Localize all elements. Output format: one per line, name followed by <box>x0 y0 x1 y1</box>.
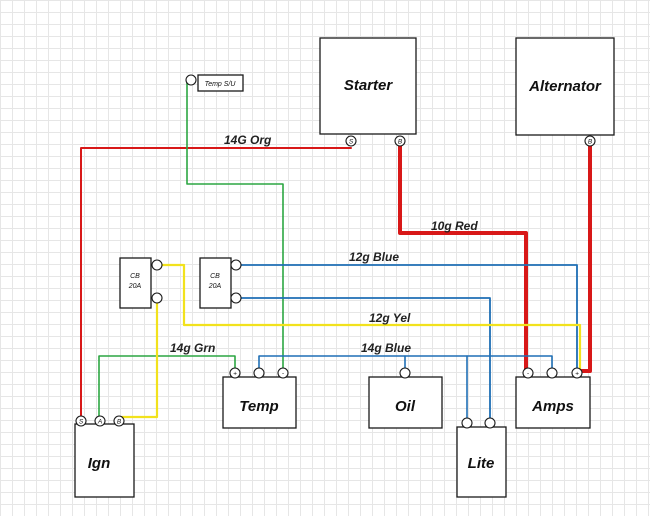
wire-label-blue12: 12g Blue <box>349 250 399 264</box>
wire-12g-yel <box>155 263 582 373</box>
ign-a-label: A <box>97 419 102 426</box>
wire-lite-blue <box>237 297 491 422</box>
amps-plus-label: + <box>575 371 579 378</box>
starter-s-terminal <box>345 135 357 147</box>
wire-12g-blue <box>237 264 578 372</box>
temp-sender-box <box>197 74 244 92</box>
wire-temp-sender-green <box>186 79 284 372</box>
wire-label-red: 10g Red <box>431 219 478 233</box>
starter-b-terminal <box>394 135 406 147</box>
amps-minus-label: - <box>527 371 530 378</box>
ignition-box <box>74 423 135 498</box>
ign-b-label: B <box>117 419 122 426</box>
wire-label-grn: 14g Grn <box>170 341 215 355</box>
starter-box <box>319 37 417 135</box>
amps-plus-terminal <box>571 367 583 379</box>
oil-gauge-box <box>368 376 443 429</box>
temp-gauge-label: Temp <box>239 398 278 415</box>
lite-label: Lite <box>468 455 495 472</box>
amps-gauge-label: Amps <box>531 398 574 415</box>
wire-label-yel: 12g Yel <box>369 311 411 325</box>
breaker-1-label-line1: CB <box>130 273 140 280</box>
temp-mid-terminal <box>253 367 265 379</box>
temp-minus-terminal <box>277 367 289 379</box>
alternator-b-label: B <box>588 139 593 146</box>
wire-ign-yellow <box>120 296 159 419</box>
wire-14g-grn <box>98 355 236 418</box>
wire-alternator-red <box>578 143 592 373</box>
breaker-1-label-line2: 20A <box>128 283 142 290</box>
amps-mid-terminal <box>546 367 558 379</box>
alternator-box <box>515 37 615 136</box>
temp-sender-terminal <box>185 74 197 86</box>
breaker-2-label-line2: 20A <box>208 283 222 290</box>
ignition-label: Ign <box>88 455 111 472</box>
wire-14g-org <box>80 147 352 418</box>
starter-b-label: B <box>398 139 403 146</box>
ign-s-terminal <box>75 415 87 427</box>
starter-label: Starter <box>344 77 394 94</box>
temp-plus-terminal <box>229 367 241 379</box>
temp-plus-label: + <box>233 371 237 378</box>
ign-s-label: S <box>79 419 84 426</box>
lite-left-terminal <box>461 417 473 429</box>
breaker-2-bottom-terminal <box>230 292 242 304</box>
wire-label-blue14: 14g Blue <box>361 341 411 355</box>
wire-label-org: 14G Org <box>224 133 272 147</box>
breaker-1-box <box>119 257 152 309</box>
ign-a-terminal <box>94 415 106 427</box>
oil-terminal <box>399 367 411 379</box>
breaker-1-bottom-terminal <box>151 292 163 304</box>
breaker-2-top-terminal <box>230 259 242 271</box>
breaker-2-box <box>199 257 232 309</box>
alternator-label: Alternator <box>528 78 602 95</box>
breaker-2-label-line1: CB <box>210 273 220 280</box>
temp-sender-label: Temp S/U <box>205 81 237 88</box>
oil-gauge-label: Oil <box>395 398 416 415</box>
alternator-b-terminal <box>584 135 596 147</box>
temp-minus-label: - <box>282 371 285 378</box>
ign-b-terminal <box>113 415 125 427</box>
lite-box <box>456 426 507 498</box>
starter-s-label: S <box>349 139 354 146</box>
lite-right-terminal <box>484 417 496 429</box>
amps-minus-terminal <box>522 367 534 379</box>
wire-10g-red <box>398 143 528 373</box>
breaker-1-top-terminal <box>151 259 163 271</box>
temp-gauge-box <box>222 376 297 429</box>
amps-gauge-box <box>515 376 591 429</box>
